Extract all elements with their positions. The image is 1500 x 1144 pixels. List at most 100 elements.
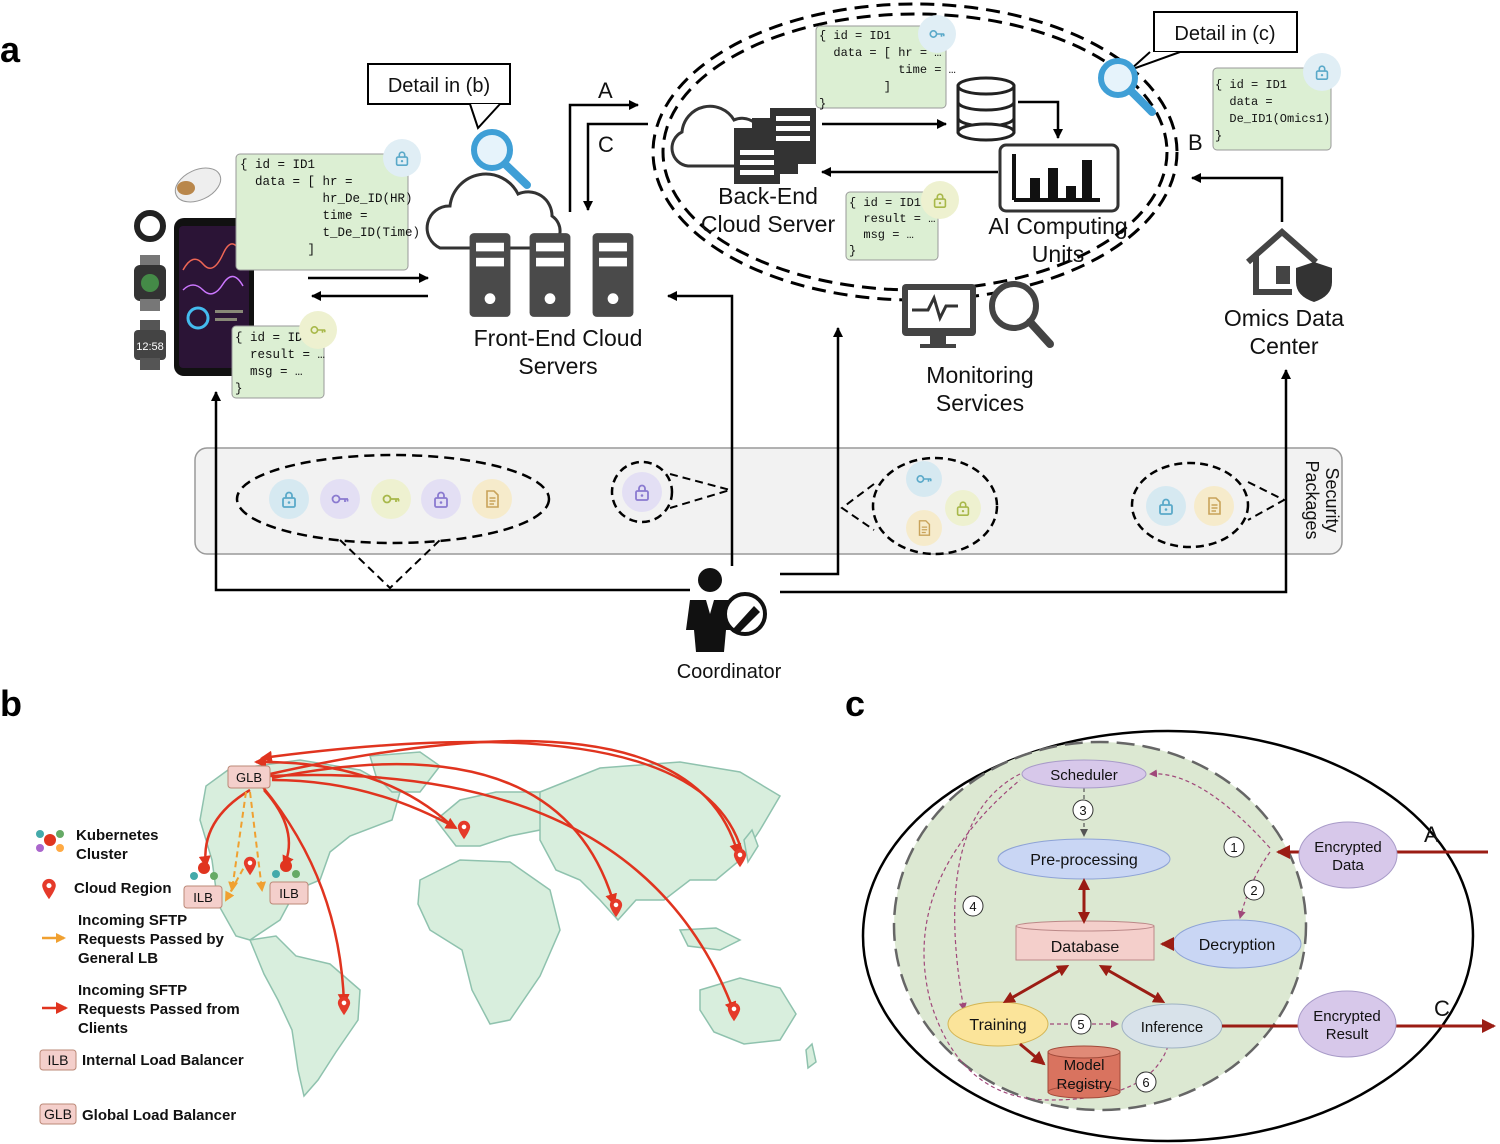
code-line: } — [819, 97, 826, 111]
home-shield-icon — [1246, 227, 1332, 302]
kubernetes-legend-icon — [36, 830, 64, 852]
lock-icon — [269, 479, 309, 519]
step-badge: 5 — [1070, 1013, 1092, 1035]
magnifier-icon[interactable] — [1098, 58, 1156, 116]
detail-b-box[interactable] — [367, 63, 511, 105]
encrypted-data-label-2: Data — [1332, 857, 1364, 874]
ilb-legend-tag — [39, 1049, 77, 1071]
code-line: data = [ hr = — [240, 175, 353, 189]
step-badge: 4 — [962, 895, 984, 917]
kubernetes-cluster-icon — [190, 862, 218, 880]
panel-c-label: c — [845, 683, 865, 724]
ai-label-line1: AI Computing — [988, 213, 1127, 239]
cloud-region-legend-icon — [42, 878, 56, 900]
svg-text:5: 5 — [1077, 1017, 1084, 1032]
training-label: Training — [969, 1017, 1026, 1034]
code-line: } — [235, 382, 243, 396]
backend-ellipse-outer — [651, 2, 1179, 302]
coordinator-icon — [686, 568, 767, 652]
inference-label: Inference — [1141, 1019, 1204, 1036]
model-registry-node[interactable] — [1047, 1045, 1121, 1099]
magnifier-icon[interactable] — [471, 129, 531, 189]
step-badge: 1 — [1223, 836, 1245, 858]
fitness-band-icon: 12:58 — [134, 320, 166, 370]
legend-clients-1: Incoming SFTP — [78, 982, 187, 999]
arrow-db-to-ai — [1018, 100, 1063, 139]
kubernetes-cluster-icon — [272, 860, 300, 878]
code-line: msg = … — [849, 228, 914, 242]
world-map — [199, 751, 817, 1098]
omics-code-box — [1212, 67, 1332, 151]
encrypted-result-label-2: Result — [1326, 1026, 1369, 1043]
step-badge: 6 — [1135, 1071, 1157, 1093]
arrow-coord-to-device — [211, 391, 690, 592]
detail-b-text: Detail in (b) — [388, 75, 490, 97]
detail-c-box[interactable] — [1153, 11, 1298, 53]
panel-b-label: b — [0, 683, 22, 724]
lock-icon-badge — [1303, 53, 1341, 91]
arrow-C — [583, 122, 648, 211]
package-frontend — [610, 460, 674, 524]
ai-computing-icon — [998, 143, 1120, 213]
scheduler-node[interactable] — [1021, 759, 1147, 789]
code-line: De_ID1(Omics1) — [1215, 112, 1330, 126]
decryption-label: Decryption — [1199, 937, 1275, 954]
omics-label-line2: Center — [1249, 333, 1318, 359]
code-line: ] — [240, 243, 315, 257]
lock-icon-badge — [921, 181, 959, 219]
code-line: t_De_ID(Time) — [240, 226, 420, 240]
arrow-B — [1191, 173, 1284, 222]
step-badge: 3 — [1072, 799, 1094, 821]
code-line: msg = … — [235, 365, 303, 379]
legend-general-1: Incoming SFTP — [78, 912, 187, 929]
encrypted-result-node[interactable] — [1297, 990, 1397, 1058]
arrow-A-label: A — [598, 78, 613, 103]
lock-icon — [945, 490, 981, 526]
model-registry-label-1: Model — [1064, 1057, 1105, 1074]
monitoring-label-line1: Monitoring — [926, 362, 1033, 388]
glb-tag — [227, 765, 271, 789]
encrypted-result-label-1: Encrypted — [1313, 1008, 1381, 1025]
package-device — [235, 453, 551, 545]
key-icon — [320, 479, 360, 519]
code-line: ] — [819, 80, 891, 94]
glb-tag-text: GLB — [236, 770, 262, 785]
coordinator-label: Coordinator — [677, 661, 782, 683]
document-icon — [906, 510, 942, 546]
preprocessing-label: Pre-processing — [1030, 852, 1138, 869]
code-line: } — [849, 244, 856, 258]
mouse-device-icon — [174, 167, 222, 203]
svg-text:2: 2 — [1250, 883, 1257, 898]
legend-kubernetes-1: Kubernetes — [76, 827, 159, 844]
panel-c-arrow-C: C — [1434, 996, 1450, 1021]
glb-legend-tag — [39, 1103, 77, 1125]
legend-kubernetes-2: Cluster — [76, 846, 128, 863]
legend-general-2: Requests Passed by — [78, 931, 225, 948]
package-omics — [1130, 461, 1250, 549]
key-icon — [371, 479, 411, 519]
device-result-code-box — [231, 325, 325, 399]
legend-clients-3: Clients — [78, 1020, 128, 1037]
code-line: { id = ID1 — [235, 331, 310, 345]
training-node[interactable] — [947, 1001, 1049, 1047]
legend-ilb-tag: ILB — [47, 1052, 68, 1068]
band-time: 12:58 — [136, 341, 164, 353]
arrow-B-label: B — [1188, 130, 1203, 155]
model-registry-label-2: Registry — [1056, 1076, 1112, 1093]
code-line: result = … — [849, 212, 935, 226]
encrypted-data-label-1: Encrypted — [1314, 839, 1382, 856]
omics-label-line1: Omics Data — [1224, 305, 1344, 331]
code-line: data = [ hr = … — [819, 46, 941, 60]
database-node[interactable] — [1015, 920, 1155, 961]
step-badge: 2 — [1243, 879, 1265, 901]
ilb-tag — [183, 885, 223, 909]
ai-label-line2: Units — [1032, 241, 1084, 267]
backend-server-icon — [670, 104, 816, 184]
arrow-A — [568, 100, 639, 212]
backend-data-code: { id = ID1 data = [ hr = … time = … ]} — [819, 29, 956, 111]
backend-result-code-box — [845, 191, 939, 261]
code-line: { id = ID1 — [240, 158, 315, 172]
encrypted-data-node[interactable] — [1298, 821, 1398, 889]
omics-code: { id = ID1 data = De_ID1(Omics1)} — [1215, 78, 1330, 143]
